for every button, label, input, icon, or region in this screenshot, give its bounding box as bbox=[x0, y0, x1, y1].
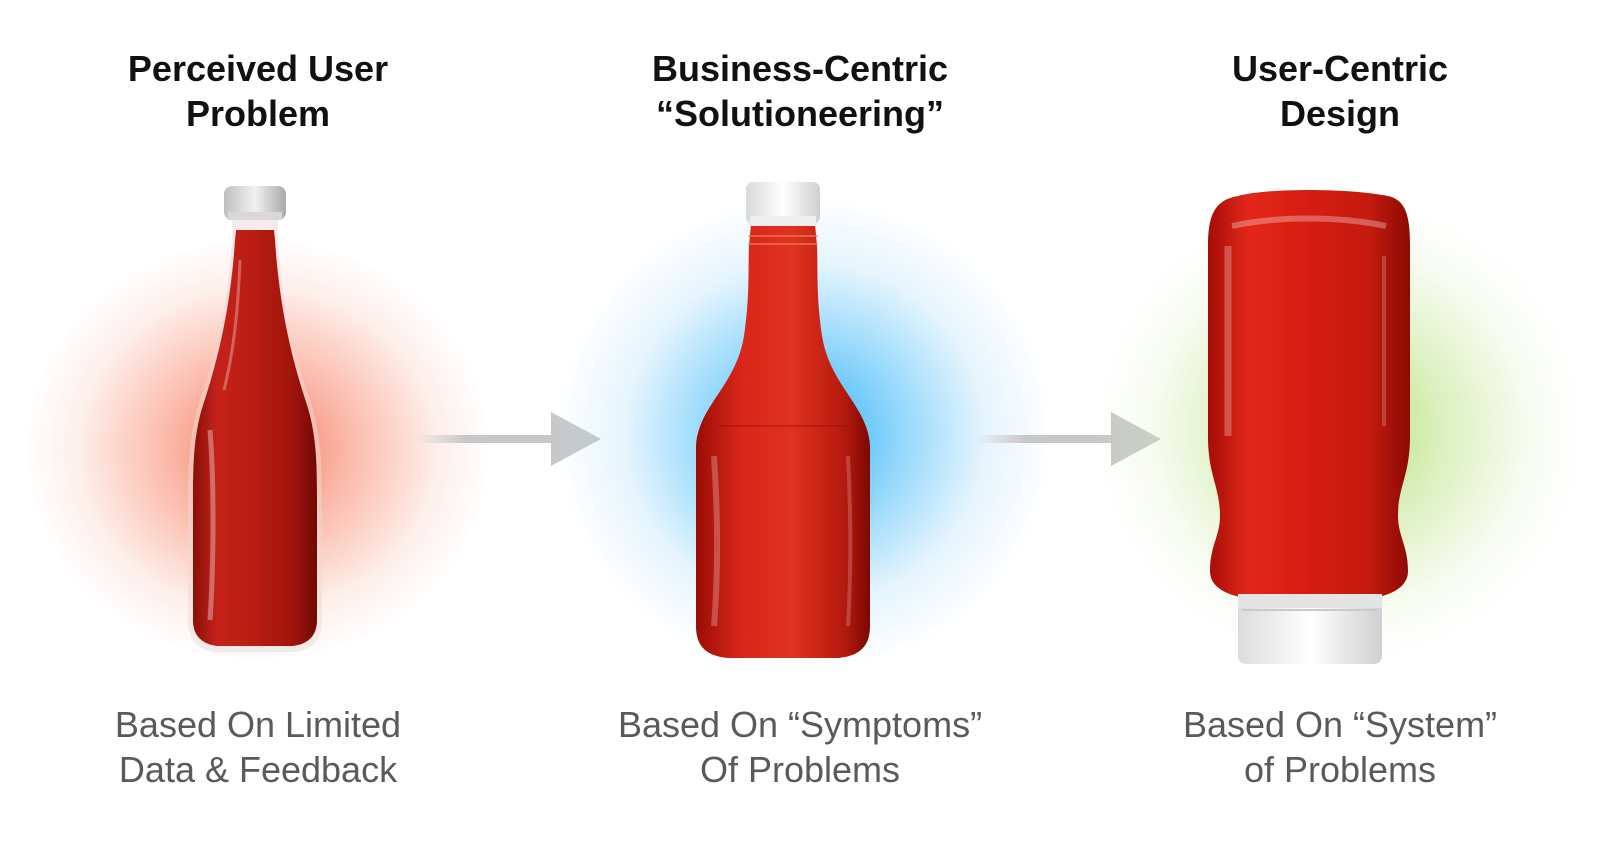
caption-line-2: Data & Feedback bbox=[118, 749, 398, 790]
column-heading: Perceived User Problem bbox=[0, 46, 538, 136]
heading-line-1: Perceived User bbox=[127, 48, 389, 89]
caption-line-2: Of Problems bbox=[699, 749, 901, 790]
column-heading: Business-Centric “Solutioneering” bbox=[520, 46, 1080, 136]
column-caption: Based On Limited Data & Feedback bbox=[0, 702, 538, 792]
squeeze-ketchup-bottle-icon bbox=[696, 182, 870, 658]
heading-line-1: Business-Centric bbox=[651, 48, 949, 89]
caption-line-2: of Problems bbox=[1243, 749, 1437, 790]
column-user-centric-design: User-Centric Design bbox=[1060, 0, 1600, 864]
column-perceived-user-problem: Perceived User Problem bbox=[0, 0, 538, 864]
upside-down-ketchup-bottle-icon bbox=[1208, 190, 1410, 664]
heading-line-2: “Solutioneering” bbox=[656, 93, 944, 134]
caption-line-1: Based On “System” bbox=[1182, 704, 1498, 745]
heading-line-2: Problem bbox=[185, 93, 331, 134]
glass-ketchup-bottle-icon bbox=[188, 186, 322, 652]
column-caption: Based On “System” of Problems bbox=[1060, 702, 1600, 792]
heading-line-1: User-Centric bbox=[1231, 48, 1449, 89]
caption-line-1: Based On Limited bbox=[114, 704, 402, 745]
column-heading: User-Centric Design bbox=[1060, 46, 1600, 136]
caption-line-1: Based On “Symptoms” bbox=[617, 704, 983, 745]
heading-line-2: Design bbox=[1279, 93, 1401, 134]
column-business-centric-solutioneering: Business-Centric “Solutioneering” bbox=[520, 0, 1080, 864]
column-caption: Based On “Symptoms” Of Problems bbox=[520, 702, 1080, 792]
